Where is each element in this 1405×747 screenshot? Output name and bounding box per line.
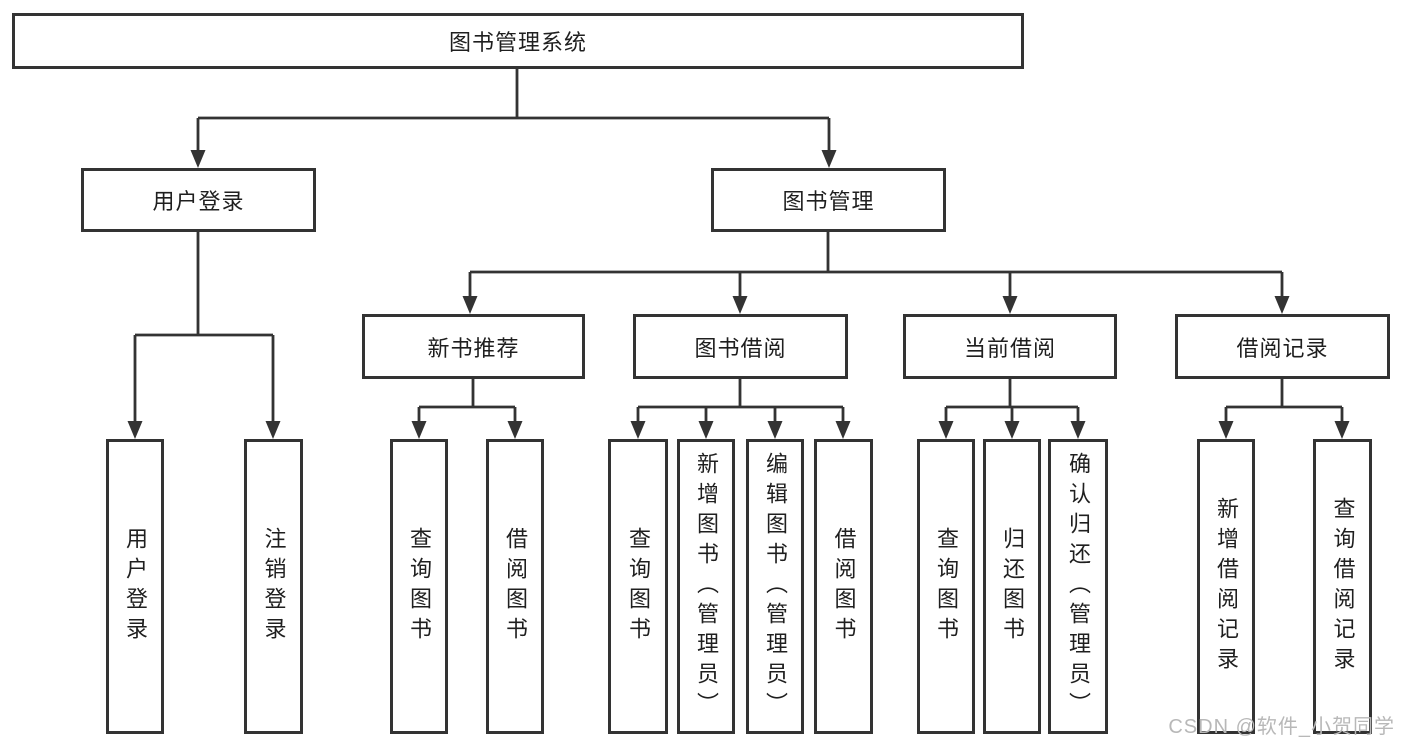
node-leaf-logout: 注销登录 <box>244 439 303 734</box>
connector-user-login <box>127 232 281 439</box>
connector-new-book-recommend <box>411 379 523 439</box>
node-new-book-recommend-label: 新书推荐 <box>427 335 520 361</box>
connector-borrow-records <box>1218 379 1350 439</box>
node-new-book-recommend: 新书推荐 <box>362 314 585 379</box>
node-leaf-confirm-return-admin-label: 确认归还（管理员） <box>1066 451 1091 722</box>
node-book-borrow-label: 图书借阅 <box>694 335 787 361</box>
node-leaf-return-book: 归还图书 <box>983 439 1041 734</box>
node-book-management: 图书管理 <box>711 168 946 232</box>
node-leaf-query-borrow-record: 查询借阅记录 <box>1313 439 1372 734</box>
connector-book-borrow <box>630 379 851 439</box>
node-current-borrow: 当前借阅 <box>903 314 1117 379</box>
node-book-management-label: 图书管理 <box>782 189 875 214</box>
connector-current-borrow <box>938 379 1086 439</box>
node-leaf-edit-book-admin-label: 编辑图书（管理员） <box>763 451 788 722</box>
node-leaf-query-book-2-label: 查询图书 <box>626 526 651 647</box>
node-leaf-query-book-1-label: 查询图书 <box>407 526 432 647</box>
node-leaf-logout-label: 注销登录 <box>261 526 287 647</box>
node-root-label: 图书管理系统 <box>448 30 587 55</box>
node-leaf-user-login-label: 用户登录 <box>123 526 148 647</box>
node-leaf-borrow-book-1: 借阅图书 <box>486 439 544 734</box>
connector-book-management <box>462 232 1290 314</box>
node-leaf-return-book-label: 归还图书 <box>1000 526 1025 647</box>
node-user-login-label: 用户登录 <box>152 189 245 214</box>
node-leaf-borrow-book-2: 借阅图书 <box>814 439 873 734</box>
node-root: 图书管理系统 <box>12 13 1024 69</box>
node-borrow-records: 借阅记录 <box>1175 314 1390 379</box>
node-leaf-add-borrow-record-label: 新增借阅记录 <box>1214 496 1239 677</box>
node-leaf-borrow-book-2-label: 借阅图书 <box>831 526 857 647</box>
node-leaf-query-borrow-record-label: 查询借阅记录 <box>1330 496 1356 677</box>
node-book-borrow: 图书借阅 <box>633 314 848 379</box>
node-leaf-add-borrow-record: 新增借阅记录 <box>1197 439 1255 734</box>
node-leaf-query-book-3-label: 查询图书 <box>934 526 959 647</box>
node-current-borrow-label: 当前借阅 <box>963 335 1056 361</box>
node-leaf-add-book-admin-label: 新增图书（管理员） <box>694 451 719 722</box>
node-leaf-query-book-2: 查询图书 <box>608 439 668 734</box>
node-leaf-query-book-1: 查询图书 <box>390 439 448 734</box>
node-borrow-records-label: 借阅记录 <box>1236 335 1329 361</box>
node-leaf-query-book-3: 查询图书 <box>917 439 975 734</box>
node-leaf-user-login: 用户登录 <box>106 439 164 734</box>
node-leaf-confirm-return-admin: 确认归还（管理员） <box>1048 439 1108 734</box>
connector-root <box>190 69 837 168</box>
node-leaf-edit-book-admin: 编辑图书（管理员） <box>746 439 804 734</box>
node-user-login: 用户登录 <box>81 168 316 232</box>
node-leaf-add-book-admin: 新增图书（管理员） <box>677 439 735 734</box>
node-leaf-borrow-book-1-label: 借阅图书 <box>503 526 528 647</box>
